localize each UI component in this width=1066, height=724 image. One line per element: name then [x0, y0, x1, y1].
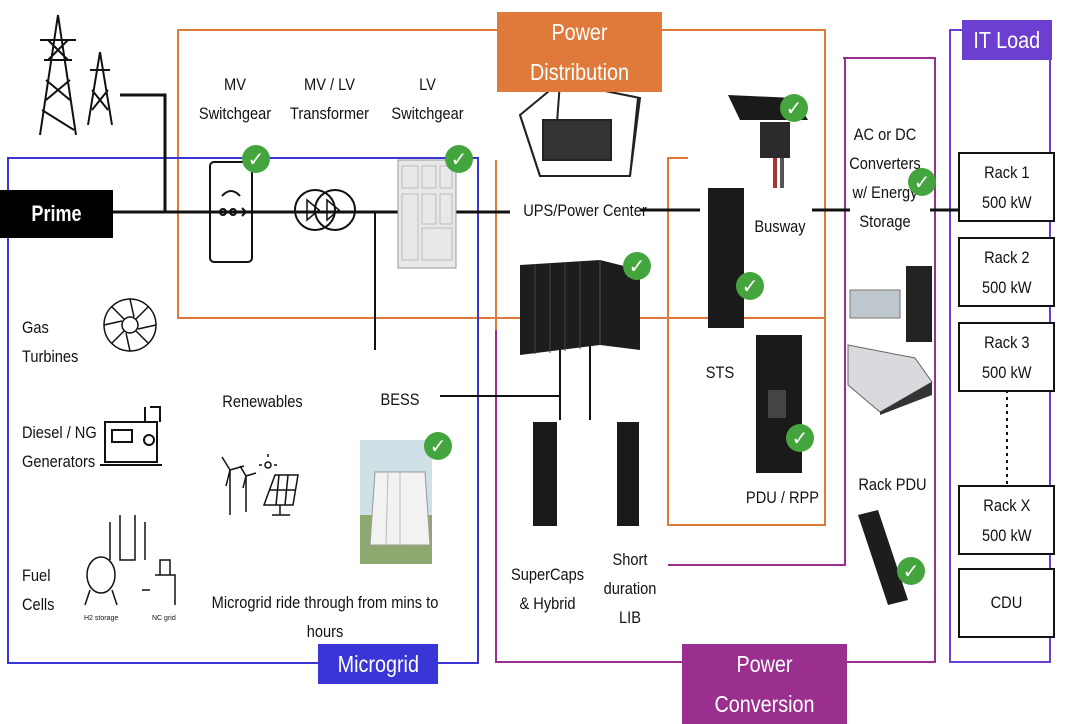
- lv-switchgear-label: LV Switchgear: [391, 75, 464, 123]
- sts-label: STS: [705, 363, 735, 382]
- busway-label: Busway: [754, 217, 806, 236]
- switchgear-icon: [209, 161, 253, 263]
- nc-grid-caption: NC grid: [152, 615, 176, 622]
- renewables-label: Renewables: [222, 392, 303, 411]
- check-icon: ✓: [242, 145, 270, 173]
- rack-1: Rack 1 500 kW: [958, 152, 1055, 222]
- rack-pdu-image: [858, 510, 908, 605]
- converter-image: [847, 266, 933, 415]
- rack-3: Rack 3 500 kW: [958, 322, 1055, 392]
- ups-label: UPS/Power Center: [523, 201, 647, 220]
- fuel-cell-icon: [84, 515, 176, 606]
- transformer-label: MV / LV Transformer: [289, 75, 370, 123]
- wind-turbine-icon: [221, 456, 257, 515]
- check-icon: ✓: [786, 424, 814, 452]
- check-icon: ✓: [445, 145, 473, 173]
- sts-pdu-box: [667, 157, 826, 526]
- check-icon: ✓: [897, 557, 925, 585]
- rack-x: Rack X 500 kW: [958, 485, 1055, 555]
- power-conversion-border: [495, 57, 936, 663]
- lv-switchgear-image: [397, 159, 457, 269]
- check-icon: ✓: [424, 432, 452, 460]
- transmission-tower-icon: [39, 14, 113, 136]
- check-icon: ✓: [908, 168, 936, 196]
- power-architecture-diagram: H2 storage NC grid: [7, 14, 1051, 664]
- pdu-rpp-label: PDU / RPP: [745, 488, 820, 507]
- grid-feed-line: [120, 93, 167, 212]
- power-distribution-tag: Power Distribution: [497, 12, 662, 92]
- transformer-icon: [294, 189, 356, 231]
- generator-icon: [100, 406, 162, 466]
- h2-storage-caption: H2 storage: [84, 615, 118, 622]
- conversion-inner: [668, 58, 846, 566]
- supercaps-label: SuperCaps & Hybrid: [510, 565, 585, 613]
- ups-cabinet-image: [520, 260, 640, 355]
- diesel-label: Diesel / NG Generators: [22, 423, 97, 471]
- cdu: CDU: [958, 568, 1055, 638]
- check-icon: ✓: [623, 252, 651, 280]
- pdu-rpp-cabinet-image: [756, 335, 802, 473]
- turbine-icon: [103, 298, 157, 352]
- bess-label: BESS: [380, 390, 420, 409]
- sts-cabinet-image: [708, 188, 744, 328]
- ride-through-label: Microgrid ride through from mins to hour…: [211, 593, 439, 641]
- short-lib-label: Short duration LIB: [603, 550, 657, 627]
- fuel-cells-label: Fuel Cells: [22, 566, 55, 614]
- it-load-tag: IT Load: [962, 20, 1052, 60]
- rack-pdu-label: Rack PDU: [858, 475, 927, 494]
- lib-cabinet-image: [617, 422, 639, 526]
- mv-switchgear-label: MV Switchgear: [198, 75, 272, 123]
- solar-panel-icon: [259, 454, 299, 516]
- prime-power-label: Prime Power: [0, 190, 113, 274]
- gas-turbines-label: Gas Turbines: [22, 318, 79, 366]
- bess-image: [360, 440, 432, 564]
- supercaps-cabinet-image: [533, 422, 557, 526]
- converters-label: AC or DC Converters w/ Energy Storage: [849, 125, 921, 231]
- rack-2: Rack 2 500 kW: [958, 237, 1055, 307]
- check-icon: ✓: [780, 94, 808, 122]
- power-conversion-tag: Power Conversion: [682, 644, 847, 724]
- check-icon: ✓: [736, 272, 764, 300]
- ups-frame-image: [518, 80, 642, 177]
- microgrid-tag: Microgrid: [318, 644, 438, 684]
